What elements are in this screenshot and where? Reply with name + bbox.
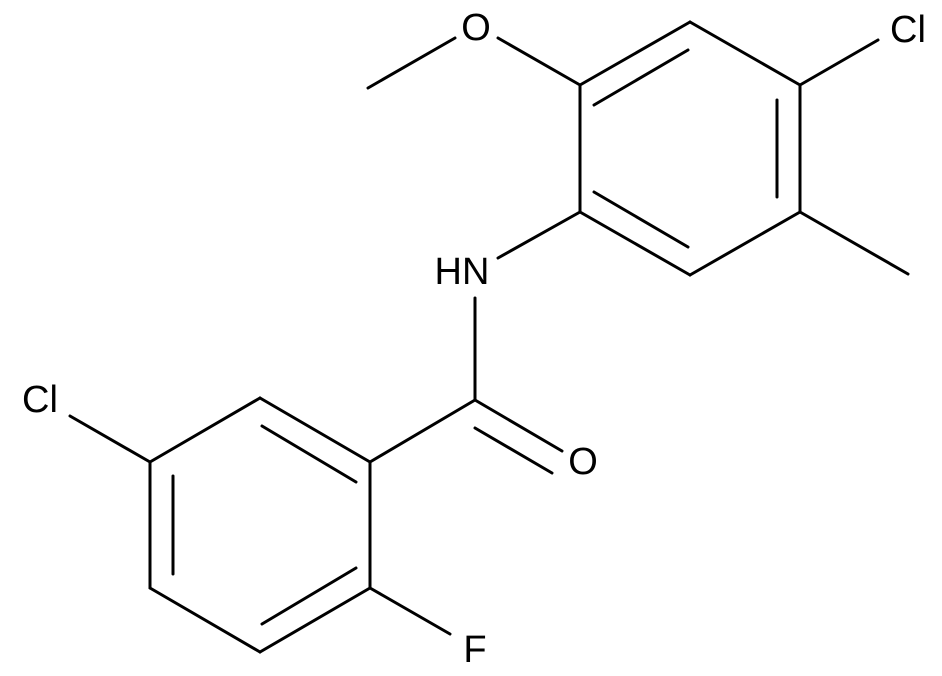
bond: [798, 210, 910, 276]
chlorine-atom-label: Cl: [22, 379, 58, 421]
fluorine-atom-label: F: [463, 629, 486, 671]
upper-ring: [578, 20, 802, 277]
bond: [592, 48, 690, 107]
lower-substituents: [68, 414, 452, 636]
bond: [473, 398, 564, 453]
bond: [688, 210, 802, 277]
bond: [368, 586, 452, 636]
bond: [368, 398, 477, 464]
bond: [68, 414, 152, 464]
bond: [798, 38, 880, 87]
amide-linkage: [368, 296, 564, 475]
bond: [473, 426, 554, 475]
bond: [258, 396, 372, 464]
bond: [578, 20, 692, 87]
methoxy-oxygen-atom-label: O: [461, 7, 491, 49]
bond: [148, 396, 262, 464]
bond: [258, 586, 372, 654]
amide-nitrogen-atom-label: HN: [435, 251, 490, 293]
chlorine-atom-label: Cl: [890, 9, 926, 51]
bond: [496, 210, 582, 260]
bond: [496, 36, 582, 87]
bond: [578, 210, 692, 277]
bond: [592, 190, 690, 249]
upper-substituents: [366, 36, 910, 276]
bond: [366, 36, 457, 90]
carbonyl-oxygen-atom-label: O: [568, 441, 598, 483]
bond: [688, 20, 802, 87]
bond: [260, 424, 358, 484]
bond: [260, 566, 358, 626]
bond: [148, 586, 262, 654]
lower-ring: [148, 396, 372, 654]
